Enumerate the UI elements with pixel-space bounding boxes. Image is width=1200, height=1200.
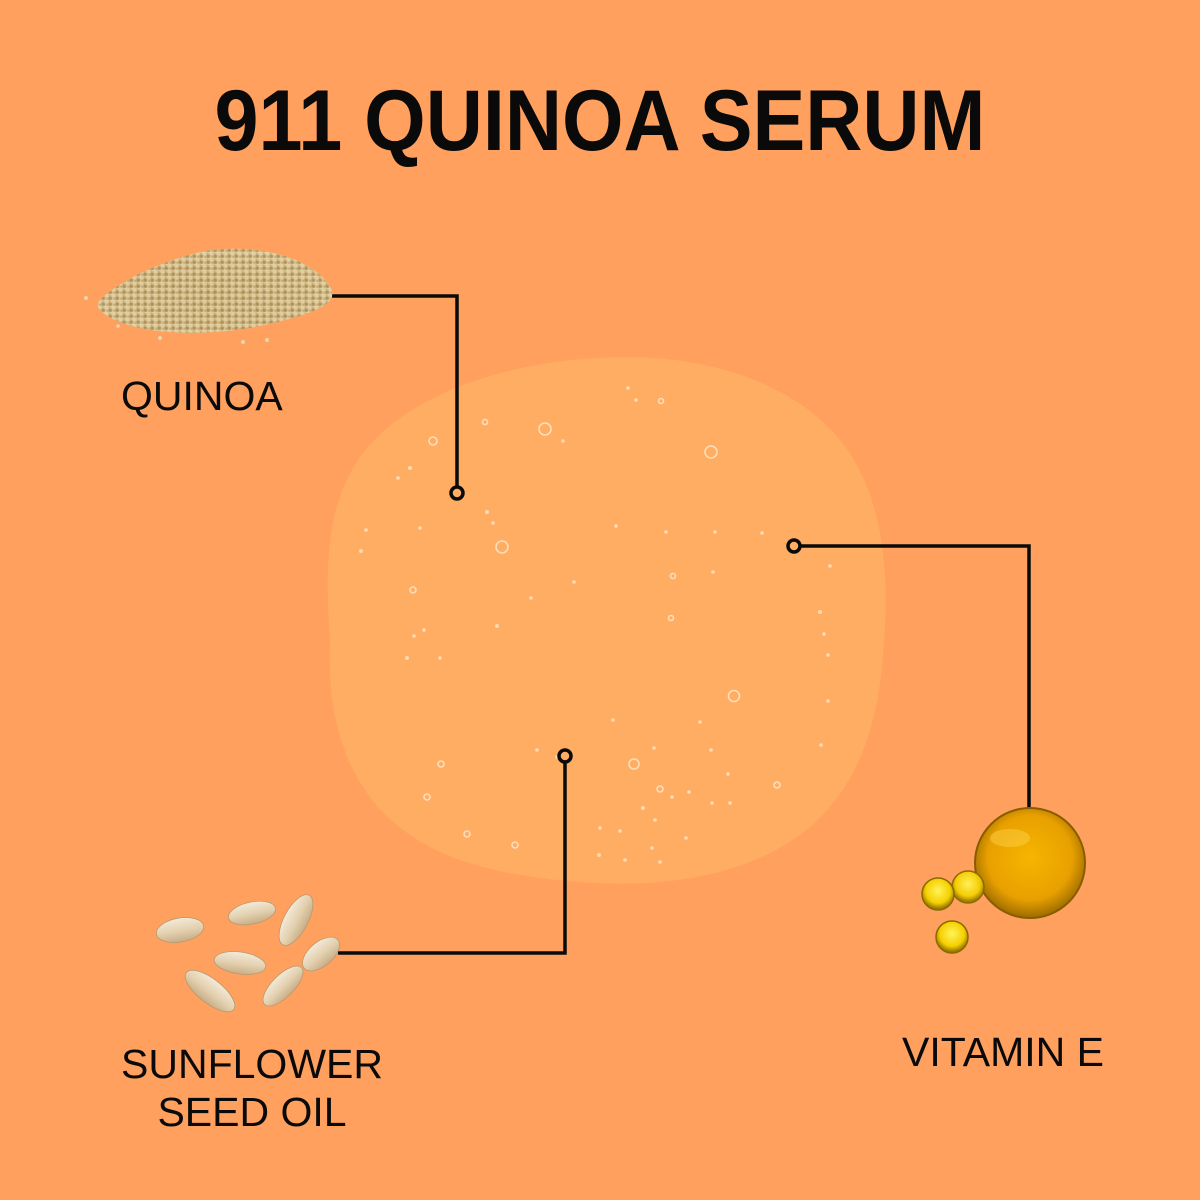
- quinoa-connector-dot: [449, 485, 465, 501]
- sunflower-label-line2: SEED OIL: [157, 1089, 347, 1135]
- vitamin-e-label: VITAMIN E: [902, 1029, 1104, 1075]
- sunflower-connector: [338, 762, 567, 955]
- quinoa-label: QUINOA: [121, 373, 283, 419]
- vitamin-e-connector: [800, 544, 1031, 820]
- sunflower-seed-oil-label: SUNFLOWER SEED OIL: [112, 1040, 392, 1136]
- sunflower-label-line1: SUNFLOWER: [121, 1041, 383, 1087]
- vitamin-e-connector-dot: [786, 538, 802, 554]
- sunflower-connector-dot: [557, 748, 573, 764]
- page-title: 911 QUINOA SERUM: [214, 73, 986, 169]
- quinoa-connector: [332, 294, 459, 487]
